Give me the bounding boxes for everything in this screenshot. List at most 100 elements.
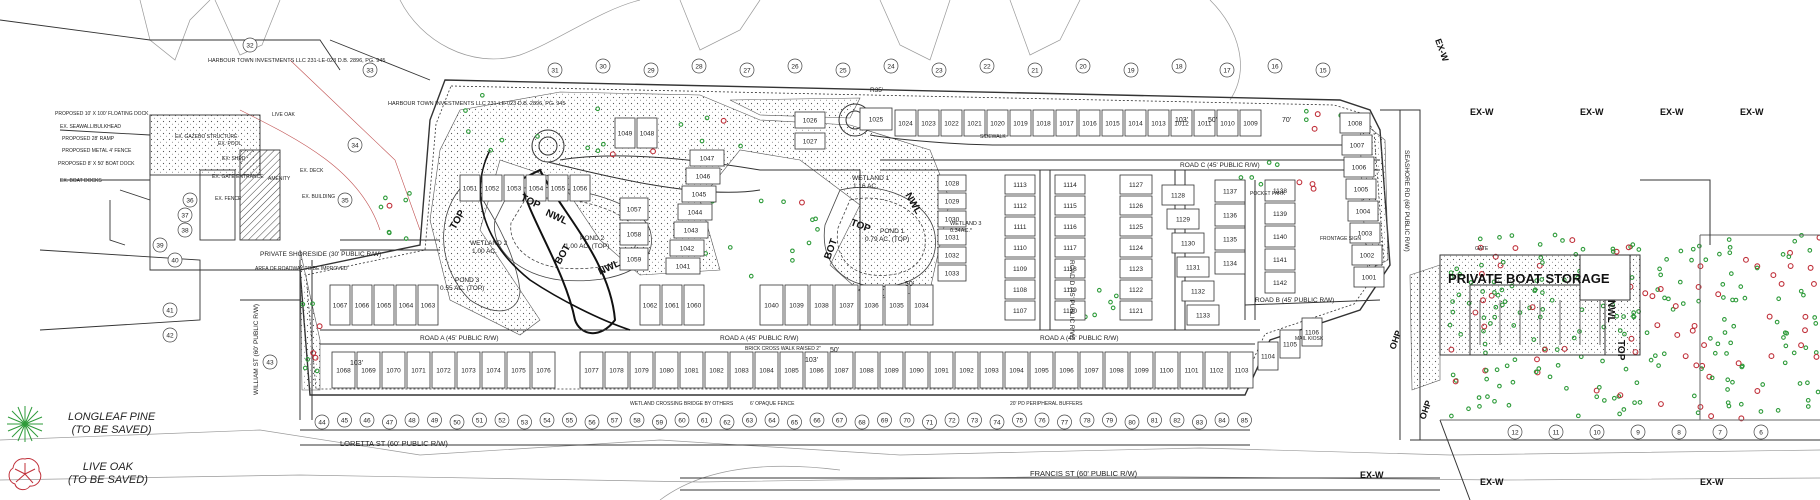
longleaf-pine-marker: [1644, 330, 1650, 336]
lot-1044: 1044: [677, 203, 713, 221]
live-oak-marker: [1778, 280, 1785, 287]
lot-number: 1096: [1059, 368, 1074, 375]
lot-1027: 1027: [794, 132, 826, 150]
road-d-label: ROAD D (45' PUBLIC R/W): [1068, 260, 1075, 340]
longleaf-pine-marker: [1497, 383, 1502, 389]
adjacent-lot-58: 58: [629, 412, 645, 428]
lot-1065: 1065: [373, 284, 395, 326]
lot-1030: 1030: [937, 210, 967, 228]
live-oak-marker: [1649, 293, 1656, 300]
adjacent-lot-56: 56: [584, 414, 600, 430]
note-label: EX. SEAWALL/BULKHEAD: [60, 124, 121, 130]
live-oak-marker: [1569, 237, 1576, 244]
live-oak-marker: [1754, 388, 1761, 394]
lot-number: 1115: [1063, 203, 1077, 210]
lot-number: 1039: [789, 303, 804, 310]
lot-1018: 1018: [1032, 109, 1055, 137]
lot-1120: 1120: [1054, 300, 1086, 321]
longleaf-pine-marker: [1725, 387, 1730, 392]
adjacent-lot-number: 72: [948, 417, 956, 424]
live-oak-marker: [1311, 125, 1318, 132]
lot-1028: 1028: [937, 174, 967, 192]
adjacent-lot-number: 61: [701, 417, 709, 424]
note-label: SIDEWALK: [980, 134, 1006, 140]
adjacent-lot-30: 30: [595, 58, 611, 74]
lot-number: 1033: [945, 271, 960, 278]
lot-number: 1073: [461, 368, 476, 375]
lot-1139: 1139: [1264, 202, 1296, 225]
lot-1137: 1137: [1214, 179, 1246, 203]
lot-1038: 1038: [809, 284, 834, 326]
longleaf-pine-marker: [1537, 242, 1543, 247]
lot-number: 1030: [945, 217, 960, 224]
lot-1138: 1138: [1264, 179, 1296, 202]
adjacent-lot-71: 71: [922, 414, 937, 430]
longleaf-pine-marker: [403, 197, 409, 203]
lot-number: 1133: [1196, 313, 1210, 320]
lot-number: 1031: [945, 235, 960, 242]
lot-number: 1126: [1129, 203, 1143, 210]
longleaf-pine-marker: [1547, 374, 1553, 380]
lot-1123: 1123: [1119, 258, 1153, 279]
wetland-1-name: WETLAND 1: [852, 175, 890, 182]
lot-1117: 1117: [1054, 237, 1086, 258]
adjacent-lot-26: 26: [787, 58, 803, 74]
longleaf-pine-marker: [1666, 296, 1671, 302]
lot-1011: 1011: [1193, 109, 1216, 137]
contour-nwl-tag-4: NWL: [1605, 300, 1616, 323]
adjacent-lot-17: 17: [1219, 62, 1235, 78]
lot-number: 1010: [1220, 121, 1235, 128]
william-street-label: WILLIAM ST (60' PUBLIC R/W): [253, 304, 260, 395]
longleaf-pine-marker: [699, 138, 705, 144]
live-oak-marker: [1672, 303, 1679, 310]
adjacent-lot-81: 81: [1147, 412, 1162, 428]
lot-number: 1125: [1129, 224, 1143, 231]
adjacent-lot-6: 6: [1753, 424, 1769, 440]
longleaf-pine-marker: [314, 368, 320, 374]
lot-number: 1140: [1273, 234, 1287, 241]
lot-1115: 1115: [1054, 195, 1086, 216]
lot-number: 1102: [1210, 368, 1224, 375]
water-feature-labels: WETLAND 1 1.16 AC. WETLAND 2 1.00 AC. WE…: [440, 175, 981, 292]
legend-oak-line2: (TO BE SAVED): [68, 474, 148, 486]
lot-1066: 1066: [351, 284, 373, 326]
adjacent-lot-number: 55: [566, 417, 574, 424]
lot-number: 1122: [1129, 287, 1143, 294]
longleaf-pine-marker: [1720, 281, 1726, 287]
lot-1087: 1087: [829, 351, 854, 389]
contour-nwl-tag-2: NWL: [597, 258, 622, 278]
longleaf-pine-marker: [1648, 357, 1654, 363]
lot-number: 1071: [411, 368, 426, 375]
lot-number: 1141: [1273, 257, 1287, 264]
lot-number: 1005: [1354, 187, 1369, 194]
adjacent-lot-number: 9: [1636, 429, 1640, 436]
lot-1006: 1006: [1343, 156, 1375, 178]
live-oak-marker: [1613, 248, 1620, 255]
note-label: GATE: [1475, 246, 1489, 252]
lot-1136: 1136: [1214, 203, 1246, 227]
lot-number: 1020: [990, 121, 1005, 128]
lot-number: 1095: [1034, 368, 1049, 375]
adjacent-lot-number: 11: [1553, 429, 1560, 436]
lot-1093: 1093: [979, 351, 1004, 389]
lot-number: 1026: [803, 118, 818, 125]
lot-1001: 1001: [1353, 266, 1385, 288]
lot-number: 1100: [1160, 368, 1174, 375]
lot-number: 1043: [684, 228, 699, 235]
longleaf-pine-marker: [1555, 362, 1561, 368]
dimension-50-c: 50': [905, 281, 914, 288]
adjacent-lot-82: 82: [1169, 412, 1185, 428]
longleaf-pine-marker: [1690, 246, 1696, 252]
longleaf-pine-marker: [1485, 394, 1490, 399]
live-oak-marker: [720, 117, 727, 124]
lot-1002: 1002: [1351, 244, 1383, 266]
adjacent-lot-25: 25: [835, 62, 851, 78]
adjacent-lot-number: 49: [431, 417, 439, 424]
adjacent-lot-31: 31: [547, 62, 563, 78]
adjacent-lot-15: 15: [1315, 62, 1331, 78]
adjacent-lot-number: 84: [1218, 417, 1226, 424]
live-oak-marker: [1625, 244, 1632, 251]
lot-number: 1058: [627, 232, 642, 239]
wetland-contours: [479, 149, 631, 331]
lot-1125: 1125: [1119, 216, 1153, 237]
